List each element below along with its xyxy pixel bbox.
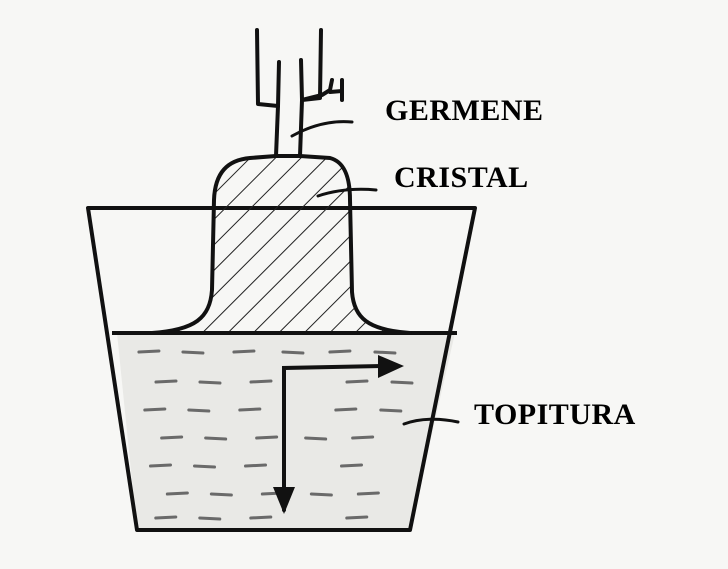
melt-dash	[143, 407, 167, 412]
melt-dash	[255, 435, 279, 440]
melt-dash	[356, 491, 380, 496]
melt-dash	[328, 349, 352, 354]
melt-dash	[160, 435, 184, 440]
melt-dash	[309, 492, 333, 497]
seed-holder	[255, 28, 344, 158]
melt-dash	[193, 464, 217, 469]
melt-leader-line	[402, 417, 460, 426]
arrow-head-down	[273, 487, 295, 514]
melt-dash	[334, 407, 358, 412]
melt-dash	[249, 515, 273, 520]
crystal-label: CRISTAL	[394, 161, 529, 194]
seed-label: GERMENE	[385, 94, 544, 127]
melt-dash	[209, 492, 233, 497]
melt-dash	[351, 435, 375, 440]
seed-leader-line	[290, 120, 354, 138]
melt-dash	[238, 407, 262, 412]
melt-label: TOPITURA	[474, 398, 636, 431]
melt-dash	[379, 408, 403, 413]
melt-dash	[165, 491, 189, 496]
melt-dash	[232, 349, 256, 354]
melt-dashes	[137, 349, 414, 521]
melt-dash	[198, 380, 222, 385]
crystal-leader-line	[316, 187, 378, 198]
melt-dash	[281, 350, 305, 355]
melt-dash	[390, 380, 414, 385]
melt-dash	[181, 350, 205, 355]
crystal	[150, 154, 412, 335]
melt-dash	[154, 515, 178, 520]
melt-dash	[345, 379, 369, 384]
melt-dash	[373, 350, 397, 355]
melt-dash	[149, 463, 173, 468]
melt-dash	[345, 515, 369, 520]
melt-dash	[198, 516, 222, 521]
melt-dash	[340, 463, 364, 468]
melt-dash	[154, 379, 178, 384]
arrow-head-right	[378, 355, 404, 378]
flow-arrows	[282, 364, 386, 512]
melt-dash	[244, 463, 268, 468]
melt-dash	[249, 379, 273, 384]
melt-dash	[204, 436, 228, 441]
melt-dash	[304, 436, 328, 441]
melt-dash	[137, 349, 161, 354]
melt-dash	[187, 408, 211, 413]
